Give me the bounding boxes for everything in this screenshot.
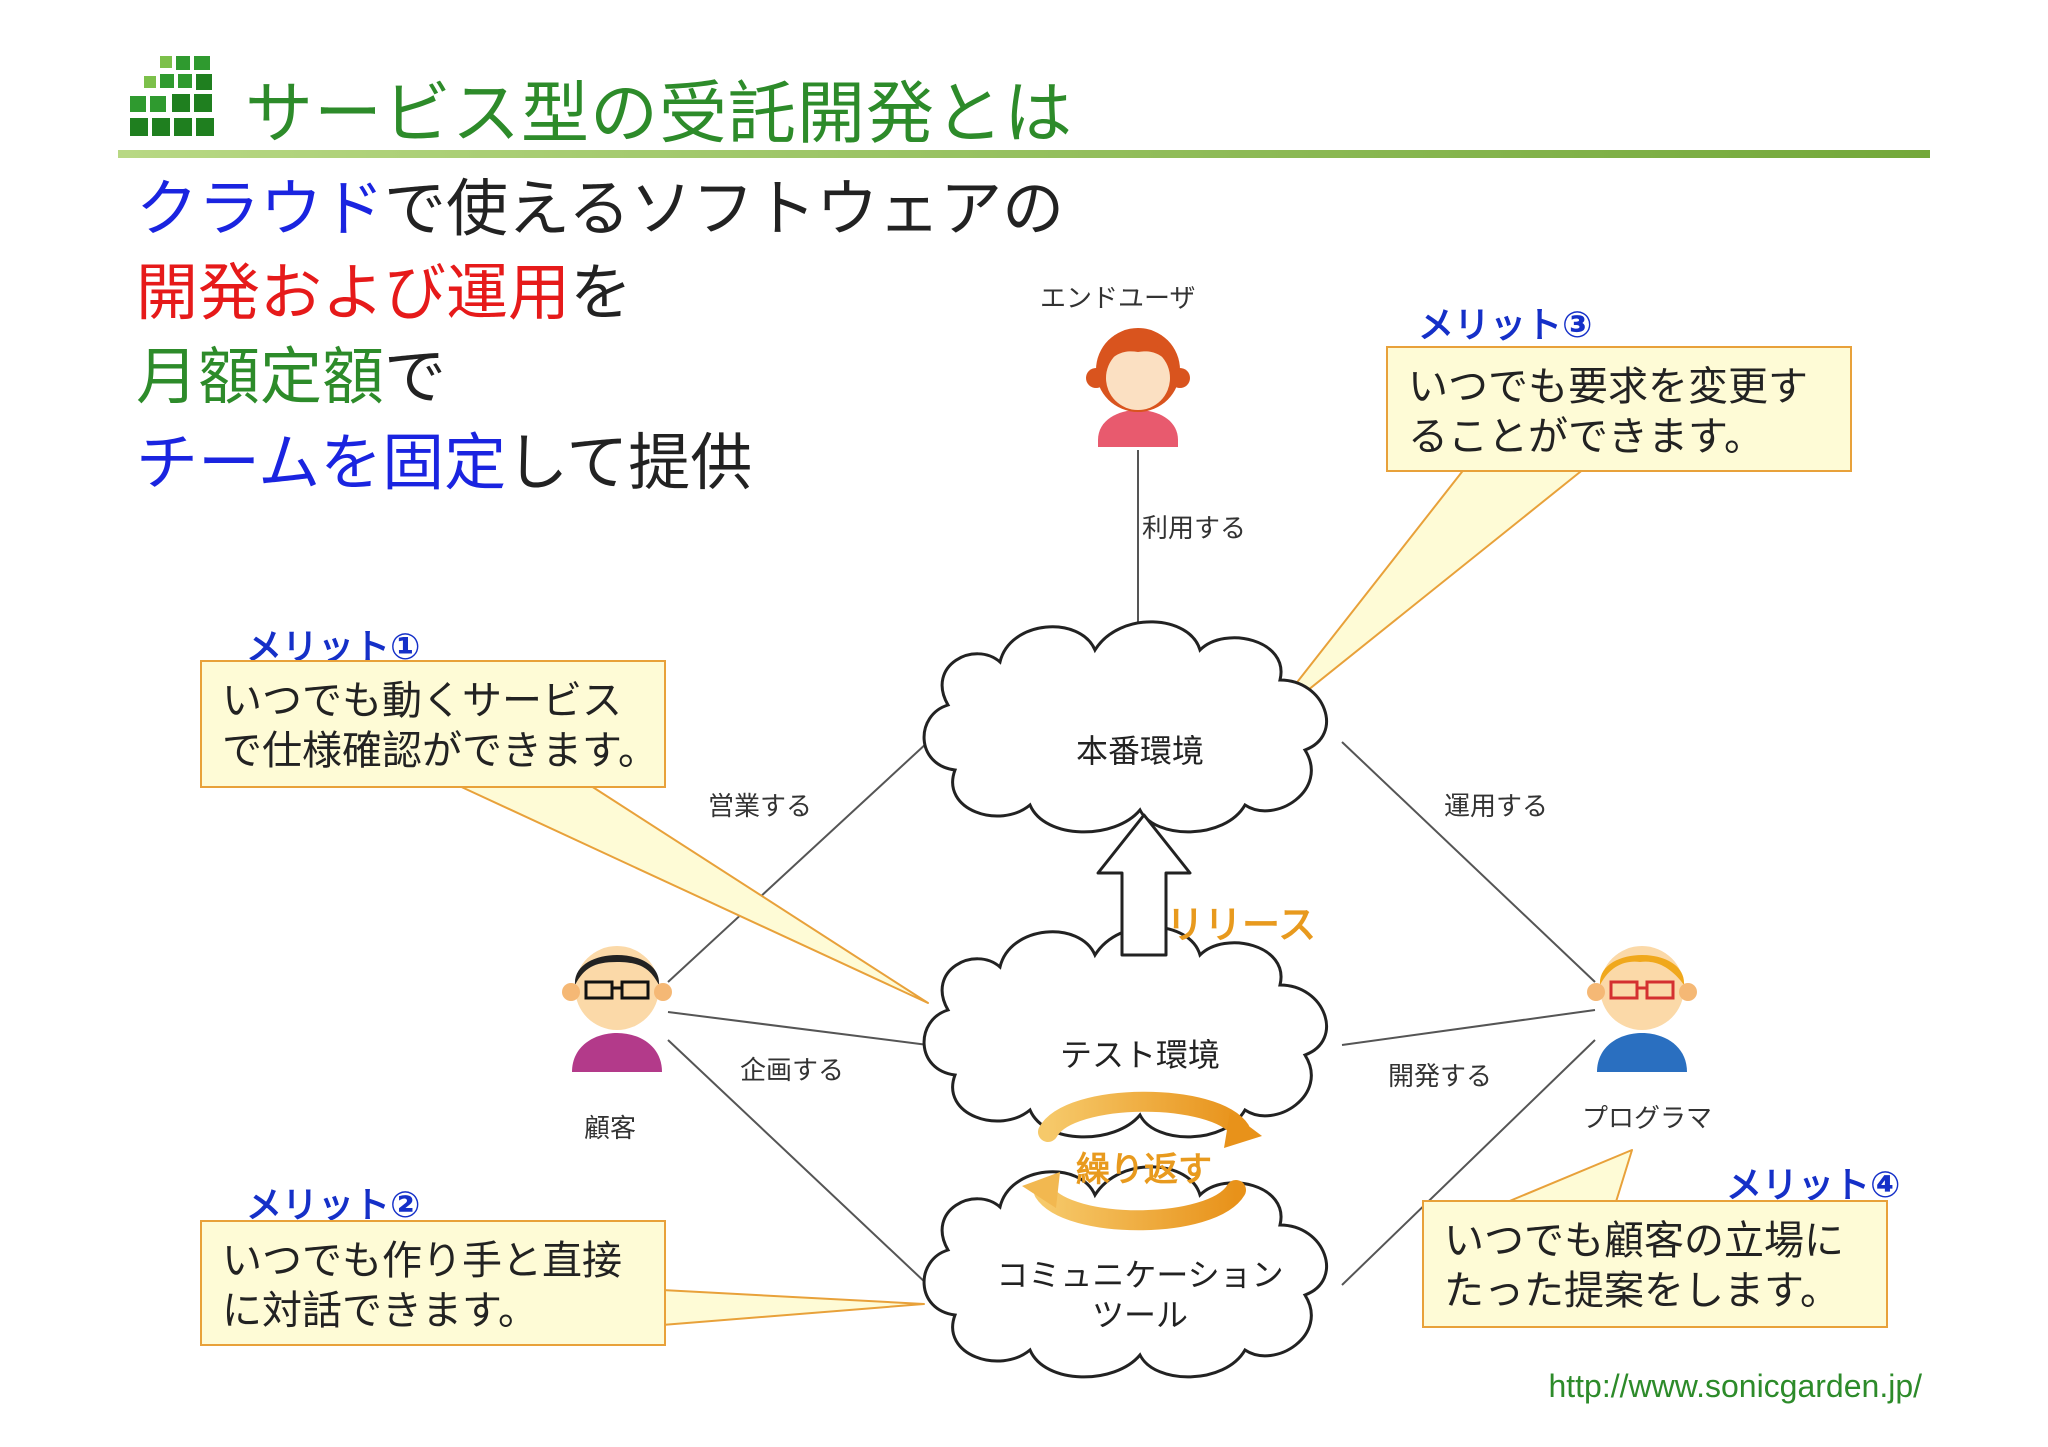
repeat-label: 繰り返す — [1076, 1150, 1212, 1190]
headline-line-2: 開発および運用を — [136, 262, 632, 324]
cloud-test-shape — [922, 925, 1329, 1139]
source-url: http://www.sonicgarden.jp/ — [1548, 1368, 1922, 1404]
merit-1-line-2: で仕様確認ができます。 — [222, 728, 658, 774]
merit-4-label: メリット④ — [1726, 1165, 1901, 1206]
end-user-label: エンドユーザ — [1040, 284, 1196, 314]
headline-2-rest: を — [570, 256, 633, 329]
merit-3-pointer — [1261, 467, 1586, 728]
merit-3-label: メリット③ — [1418, 305, 1593, 346]
page-title: サービス型の受託開発とは — [245, 75, 1074, 154]
merit-3-line-1: いつでも要求を変更す — [1408, 364, 1808, 410]
merit-3-callout: いつでも要求を変更す ることができます。 — [1386, 346, 1852, 472]
merit-3-line-2: ることができます。 — [1408, 414, 1764, 460]
edge-programmer-production — [1341, 741, 1596, 983]
edge-label-develop: 開発する — [1388, 1062, 1493, 1092]
edge-programmer-comm — [1341, 1039, 1596, 1286]
woman-avatar-icon — [1086, 328, 1190, 447]
edge-customer-comm — [667, 1039, 929, 1286]
cloud-test-label: テスト環境 — [1059, 1036, 1220, 1074]
edge-label-use: 利用する — [1142, 514, 1247, 544]
headline-4-emphasis: チームを固定 — [136, 426, 507, 499]
customer-label: 顧客 — [584, 1114, 637, 1144]
merit-2-pointer — [661, 1289, 925, 1326]
merit-2-line-2: に対話できます。 — [222, 1288, 538, 1334]
headline-2-emphasis: 開発および運用 — [136, 256, 571, 329]
release-label: リリース — [1166, 903, 1317, 947]
release-arrow-icon — [1096, 813, 1192, 957]
merit-4-line-1: いつでも顧客の立場に — [1444, 1218, 1844, 1264]
edge-programmer-test — [1341, 1009, 1596, 1046]
edge-customer-test — [667, 1011, 929, 1046]
headline-line-3: 月額定額で — [136, 346, 446, 408]
headline-1-rest: で使えるソフトウェアの — [384, 172, 1065, 245]
repeat-cycle-icon — [1022, 1091, 1262, 1231]
edge-label-operate: 運用する — [1444, 792, 1549, 822]
edge-customer-production — [667, 741, 929, 983]
cloud-production-label: 本番環境 — [1075, 732, 1204, 770]
merit-4-line-2: たった提案をします。 — [1444, 1268, 1840, 1314]
headline-line-4: チームを固定して提供 — [136, 432, 752, 494]
headline-4-rest: して提供 — [506, 426, 753, 499]
edge-label-sales: 営業する — [708, 792, 813, 822]
headline-3-emphasis: 月額定額 — [136, 340, 385, 413]
green-square-grid-icon — [130, 56, 214, 136]
merit-4-callout: いつでも顧客の立場に たった提案をします。 — [1422, 1200, 1888, 1328]
merit-1-line-1: いつでも動くサービス — [222, 678, 622, 724]
programmer-with-glasses-avatar-icon — [1587, 946, 1697, 1072]
headline-line-1: クラウドで使えるソフトウェアの — [136, 178, 1064, 240]
headline-1-emphasis: クラウド — [136, 172, 385, 245]
merit-1-callout: いつでも動くサービス で仕様確認ができます。 — [200, 660, 666, 788]
man-with-glasses-avatar-icon — [562, 946, 672, 1072]
merit-2-callout: いつでも作り手と直接 に対話できます。 — [200, 1220, 666, 1346]
title-divider — [118, 150, 1930, 158]
merit-4-pointer — [1499, 1149, 1633, 1206]
cloud-comm-label-1: コミュニケーション — [996, 1256, 1284, 1294]
programmer-label: プログラマ — [1582, 1104, 1713, 1134]
cloud-production-shape — [922, 620, 1329, 834]
merit-2-label: メリット② — [246, 1185, 421, 1226]
cloud-comm-shape — [922, 1165, 1329, 1379]
headline-3-rest: で — [384, 340, 447, 413]
edge-label-plan: 企画する — [740, 1056, 845, 1086]
merit-2-line-1: いつでも作り手と直接 — [222, 1238, 622, 1284]
merit-1-pointer — [454, 783, 929, 1004]
cloud-comm-label-2: ツール — [1091, 1296, 1188, 1334]
